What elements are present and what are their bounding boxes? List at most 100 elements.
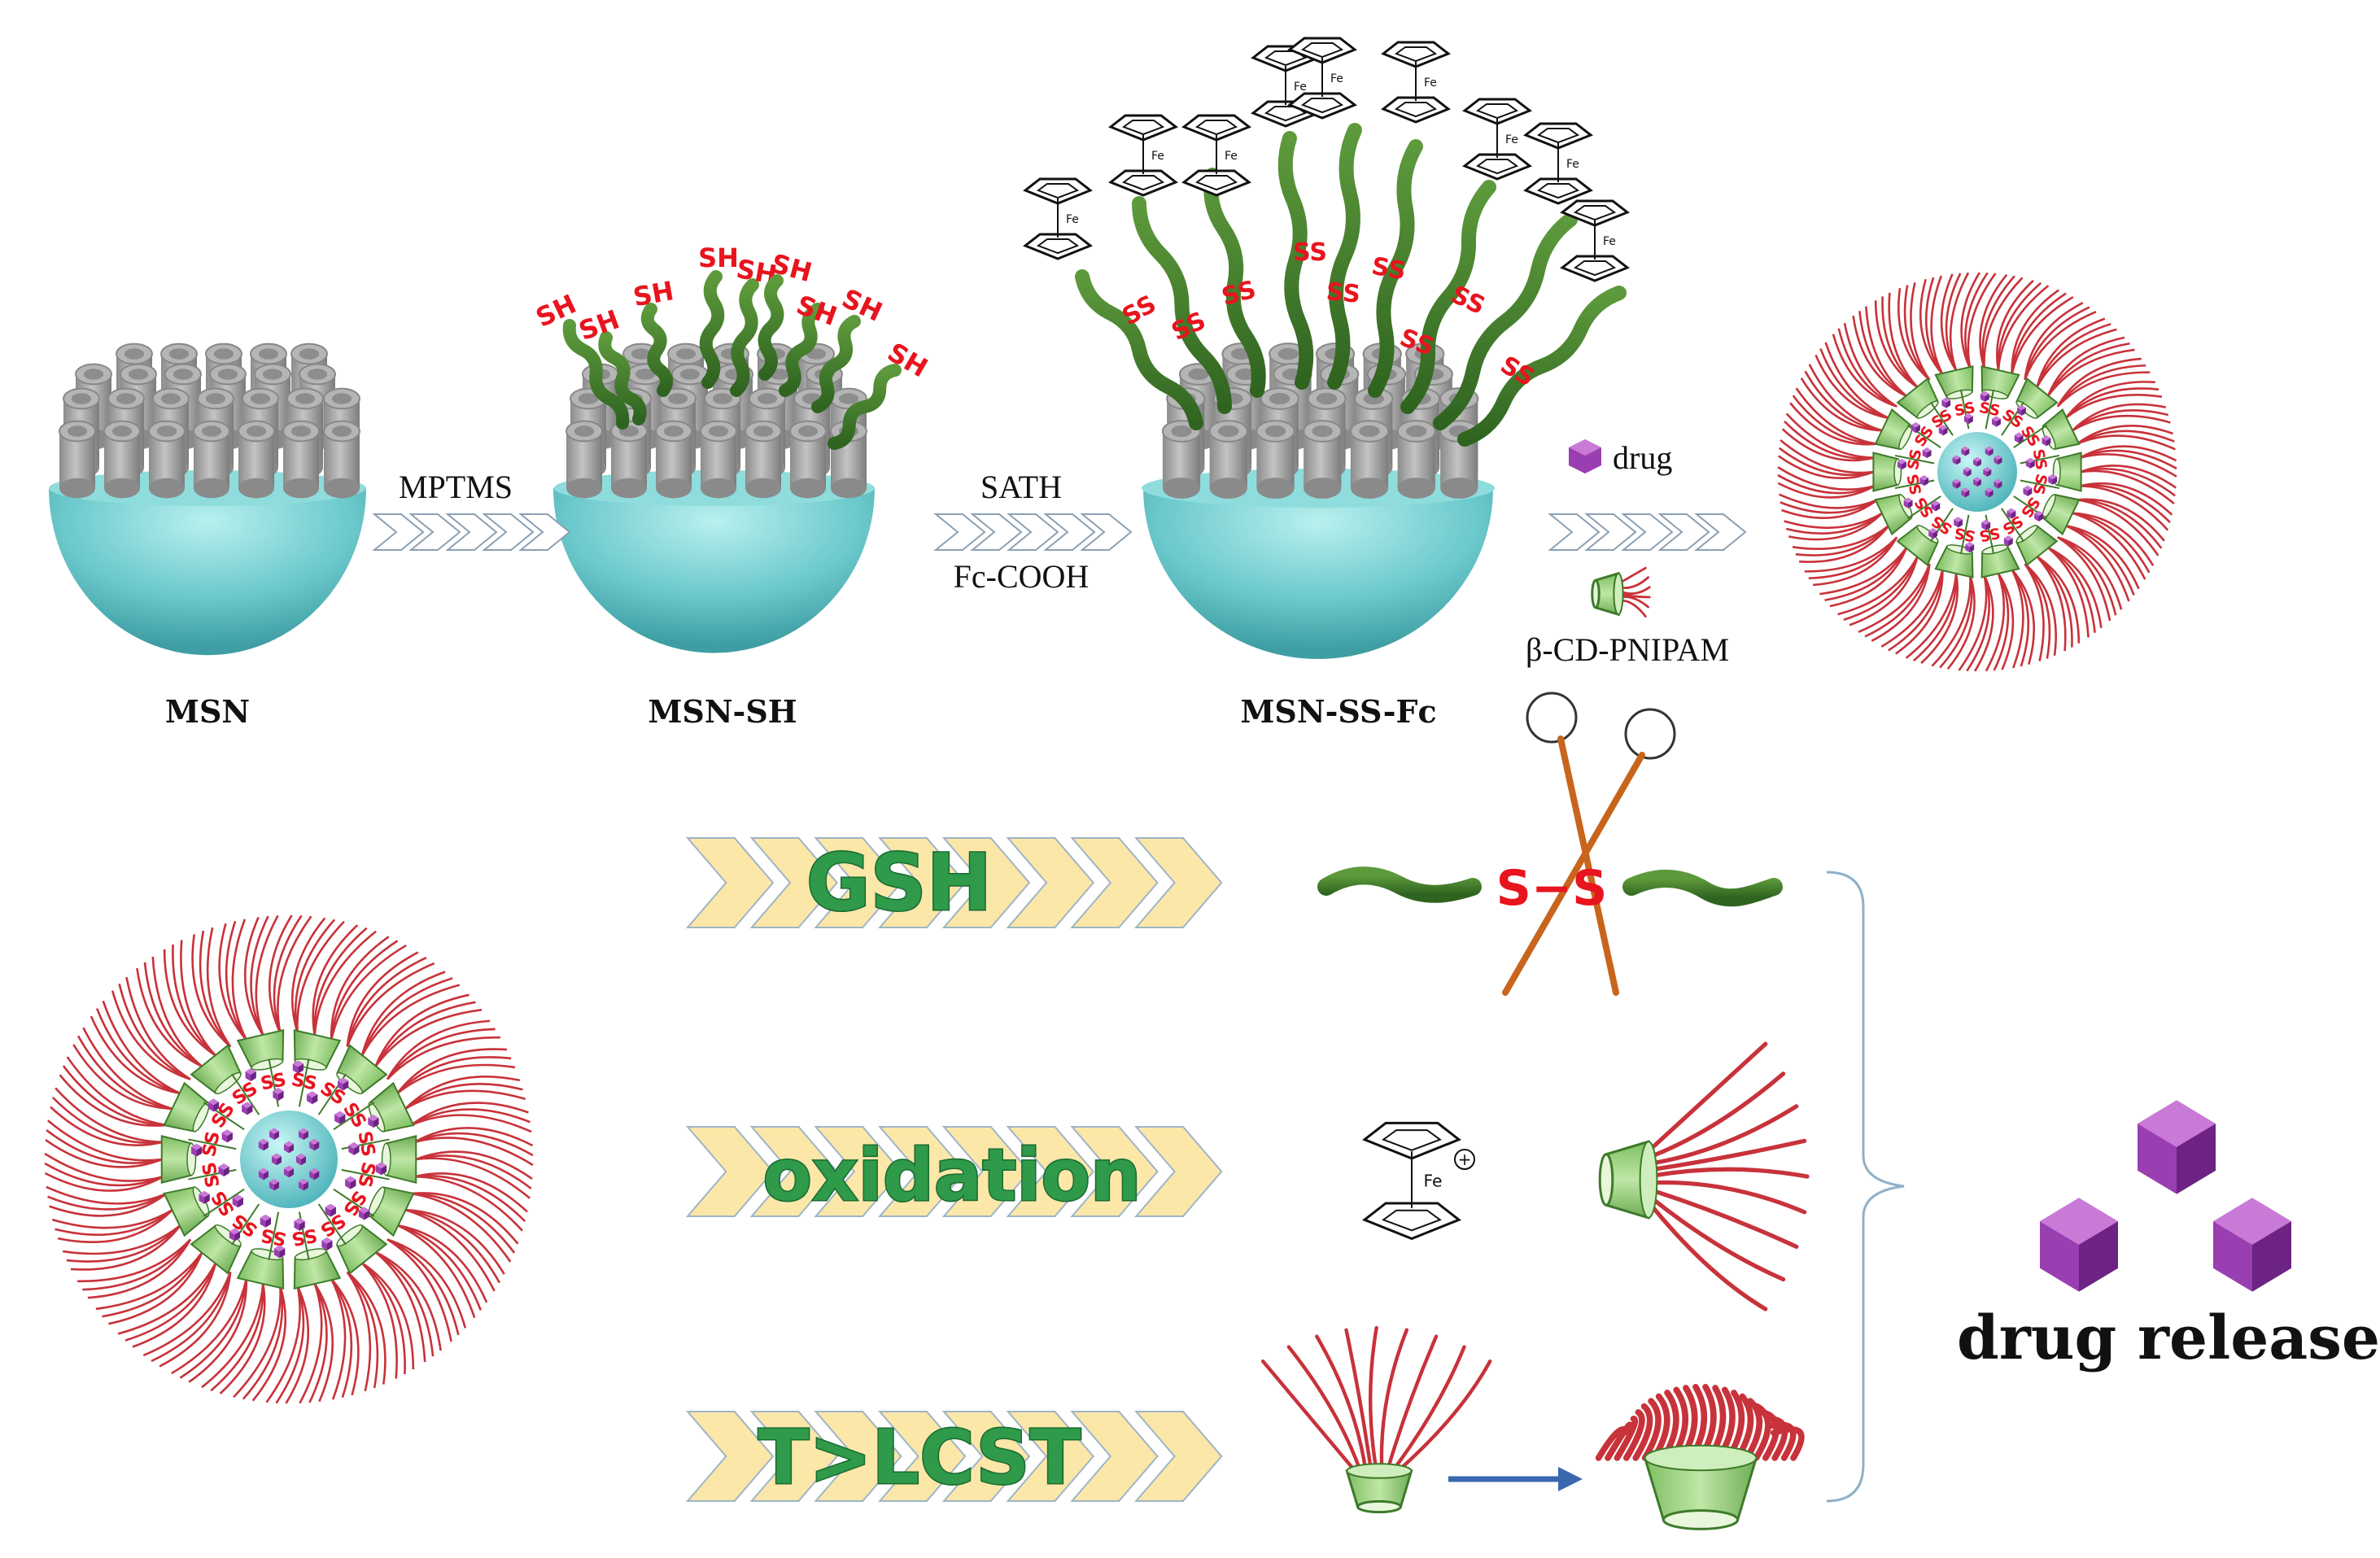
scissors-icon — [1502, 692, 1676, 996]
drug-cube-icon — [245, 1068, 256, 1081]
pnipam-chain — [117, 1262, 217, 1335]
cyclodextrin-icon — [1598, 1041, 1810, 1311]
chevron-icon — [749, 1411, 839, 1502]
cyclodextrin-icon — [381, 1135, 417, 1184]
pnipam-chain — [1920, 573, 1959, 665]
pnipam-chain — [386, 1238, 452, 1342]
pnipam-chain — [313, 1283, 334, 1403]
pnipam-chain — [396, 1224, 476, 1319]
pnipam-chain — [1858, 563, 1931, 633]
drug-cube-icon — [1897, 459, 1906, 470]
pnipam-chain — [346, 951, 419, 1047]
drug-cube-icon — [375, 1162, 387, 1176]
pnipam-chain — [1777, 474, 1876, 495]
linker-chain — [1400, 180, 1496, 414]
iron-label: Fe — [1566, 158, 1579, 171]
pnipam-chain — [360, 984, 461, 1057]
pnipam-chain — [108, 1251, 203, 1325]
pnipam-chain — [1777, 482, 1876, 499]
iron-label: Fe — [1330, 72, 1343, 85]
pore-cylinder — [566, 420, 603, 499]
pnipam-chain — [1960, 272, 1980, 369]
pnipam-chain — [46, 1129, 163, 1164]
collapse-arrow — [1448, 1467, 1583, 1491]
pnipam-chain — [191, 934, 232, 1048]
drug-cube-icon — [292, 1060, 304, 1074]
pnipam-chain — [1784, 512, 1883, 530]
pnipam-chain — [405, 1208, 505, 1275]
drug-cube-icon — [1931, 500, 1941, 512]
chevron-icon — [1134, 1126, 1223, 1217]
pnipam-chain — [275, 1285, 305, 1404]
cyclodextrin-icon — [1591, 566, 1651, 618]
pnipam-chain — [118, 983, 191, 1080]
cyclodextrin-icon — [1595, 1383, 1805, 1530]
drug-cube-icon — [307, 1091, 318, 1105]
pnipam-chain — [396, 1056, 512, 1094]
pnipam-chain — [330, 940, 399, 1041]
pnipam-extended-icon — [1260, 1325, 1492, 1514]
linker-chain — [828, 364, 902, 450]
stimulus-arrow-oxidation: oxidation — [685, 1126, 1223, 1219]
pnipam-chain — [1997, 573, 2015, 670]
pnipam-chain — [1983, 277, 2024, 369]
drug-cube-icon — [190, 1143, 203, 1157]
pnipam-chain — [2036, 556, 2067, 652]
pnipam-chain — [1997, 285, 2050, 371]
pnipam-chain — [225, 920, 247, 1041]
iron-label: Fe — [1066, 213, 1079, 226]
pnipam-chain — [2076, 499, 2159, 556]
pnipam-chain — [46, 1185, 168, 1205]
pnipam-chain — [374, 1250, 442, 1351]
stage-label-msn: MSN — [165, 693, 250, 730]
pnipam-chain — [2056, 357, 2142, 408]
chevron-icon — [941, 1126, 1031, 1217]
pore-cylinder — [1208, 420, 1248, 499]
drug-cube-icon — [258, 1138, 269, 1151]
pnipam-chain — [414, 1137, 534, 1167]
iron-label: Fe — [1424, 1172, 1443, 1191]
linker-chain — [1457, 286, 1627, 447]
pnipam-chain — [50, 1106, 164, 1146]
drug-cube-icon — [242, 1102, 253, 1115]
drug-cube-icon — [2007, 508, 2016, 519]
pnipam-chain — [87, 1238, 192, 1299]
ferrocene-icon: Fe — [1023, 177, 1093, 260]
pnipam-chain — [1964, 272, 1989, 369]
chevron-icon — [970, 513, 1023, 551]
pnipam-chain — [2057, 536, 2111, 622]
ferrocenium-icon: Fe+ — [1362, 1121, 1475, 1241]
pnipam-collapsed-icon — [1595, 1383, 1805, 1530]
pnipam-chain — [1819, 547, 1908, 596]
silica-core — [240, 1111, 338, 1208]
iron-label: Fe — [1424, 76, 1437, 89]
chevron-icon — [878, 837, 967, 928]
pnipam-chain — [2011, 569, 2036, 666]
pnipam-chain — [1871, 563, 1931, 642]
linker-chain — [699, 270, 725, 389]
pnipam-chain — [1946, 574, 1976, 670]
drug-cube-icon — [2213, 1198, 2291, 1292]
linker-chain — [1368, 139, 1423, 398]
pore-cylinder — [282, 420, 320, 499]
pnipam-chain — [1843, 556, 1919, 622]
pnipam-chain — [2011, 292, 2067, 375]
pnipam-chain — [386, 1238, 467, 1329]
pnipam-chain — [1888, 569, 1944, 652]
pore-cylinder — [148, 420, 186, 499]
pnipam-chain — [1997, 281, 2042, 371]
drug-cube-icon — [1981, 519, 1991, 530]
stage-label-msn-ss-fc: MSN-SS-Fc — [1240, 693, 1436, 730]
drug-cube-icon — [309, 1138, 320, 1151]
pnipam-chain — [2080, 485, 2169, 531]
ferrocene-icon: Fe — [1362, 1121, 1461, 1241]
pnipam-chain — [1852, 315, 1907, 398]
pnipam-chain — [2072, 512, 2146, 580]
pnipam-chain — [2056, 364, 2146, 408]
pnipam-chain — [1778, 447, 1874, 477]
assembled-nanoparticle-bottom: SSSSSSSSSSSSSSSSSSSSSSSSSSSSSSSS — [44, 914, 534, 1404]
ferrocene-icon: Fe — [1108, 114, 1178, 197]
pnipam-chain — [396, 1048, 508, 1094]
chevron-icon — [1006, 837, 1095, 928]
